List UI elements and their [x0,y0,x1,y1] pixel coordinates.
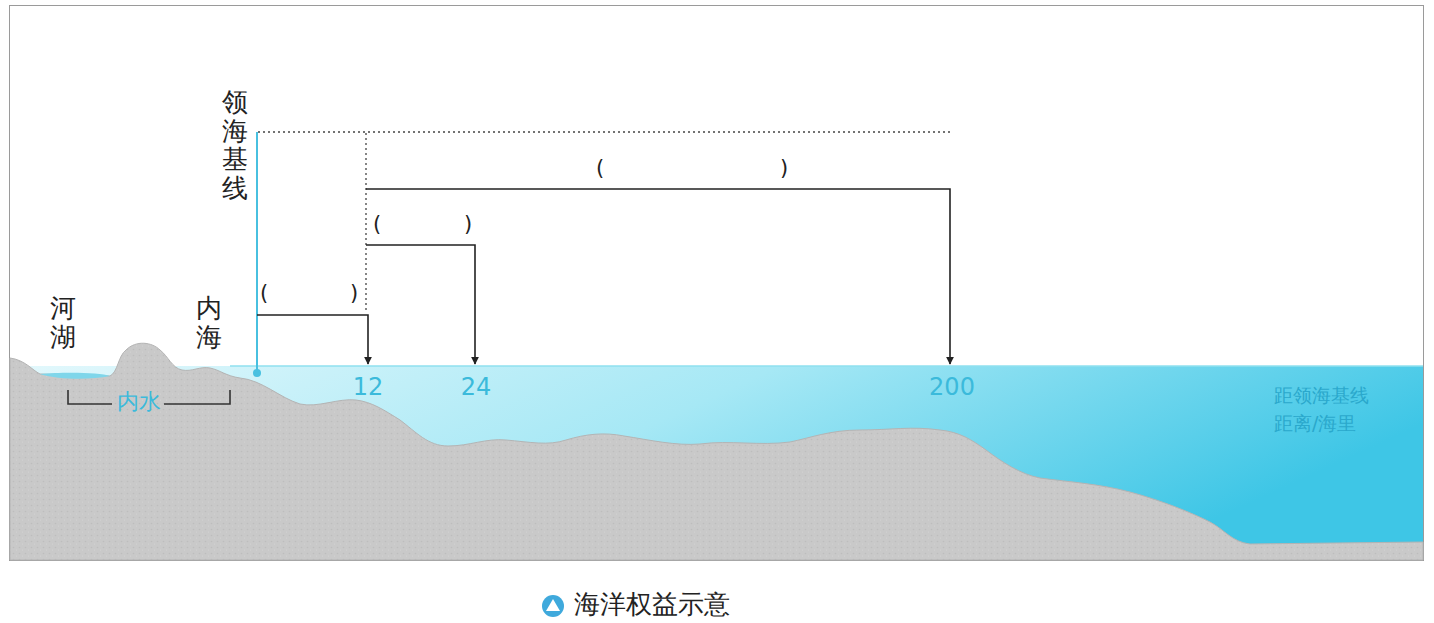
distance-number: 12 [353,374,384,400]
blank-paren: ( [260,282,268,305]
blank-paren: ) [350,282,358,305]
baseline-line [256,132,258,372]
water-label: 内海 [196,294,222,351]
caption: 海洋权益示意 [574,590,730,619]
range-arrow [257,315,368,364]
land [10,343,1423,560]
sea-surface [230,365,1423,367]
caption-icon-triangle [546,599,560,611]
dotted-line [365,133,366,312]
baseline-dot [253,369,261,377]
baseline-label: 领海基线 [222,88,248,202]
axis-unit-label: 距领海基线 距离/海里 [1274,382,1384,437]
range-arrow [366,245,475,364]
range-arrow [366,189,950,364]
distance-number: 200 [929,374,975,400]
river-water [40,373,110,379]
caption-icon [542,595,564,617]
inland-water-label: 内水 [117,390,161,414]
distance-number: 24 [461,374,492,400]
water-label: 河湖 [50,294,76,351]
blank-paren: ) [780,157,788,180]
blank-paren: ) [464,213,472,236]
blank-paren: ( [373,213,381,236]
blank-paren: ( [596,157,604,180]
dotted-line [258,131,950,132]
frame [10,6,1424,561]
